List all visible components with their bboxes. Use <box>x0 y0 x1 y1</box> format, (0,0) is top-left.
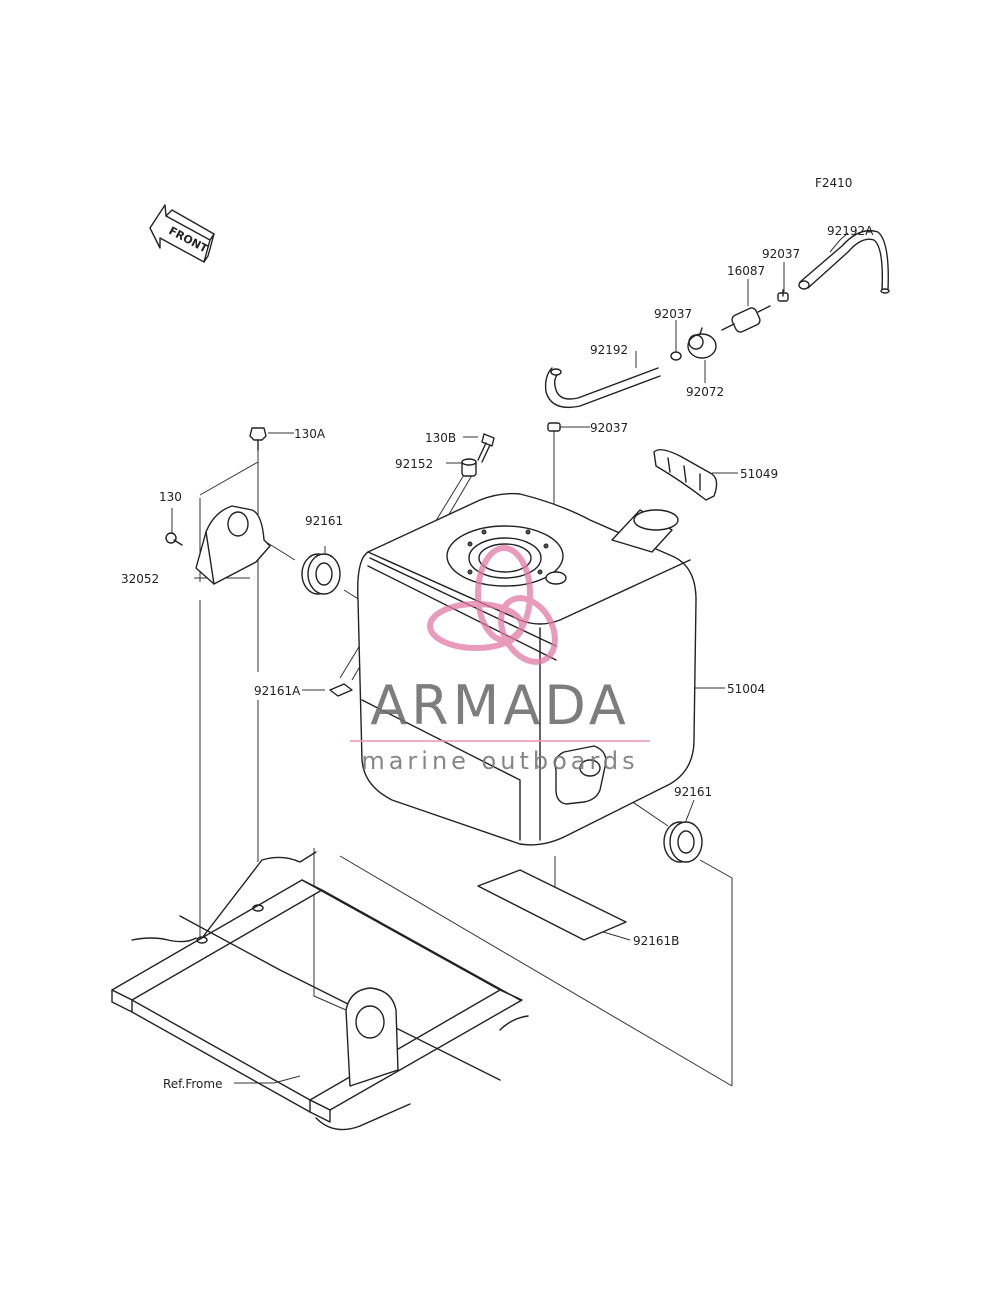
grommet-92161-lower <box>663 821 703 863</box>
part-label-92152: 92152 <box>395 457 434 471</box>
part-label-92161B: 92161B <box>633 934 680 948</box>
hose-92192A <box>798 229 890 294</box>
watermark-divider <box>350 740 650 742</box>
fuel-tank-51004 <box>357 492 697 846</box>
clip-92037-upper <box>777 289 789 302</box>
part-label-92161A: 92161A <box>254 684 301 698</box>
cap-51049 <box>653 449 718 501</box>
bolt-130B <box>477 433 495 463</box>
part-label-130: 130 <box>159 490 182 504</box>
part-label-92037: 92037 <box>590 421 629 435</box>
part-label-92192: 92192 <box>590 343 629 357</box>
hose-92192 <box>544 367 661 409</box>
part-label-ref-frame: Ref.Frome <box>163 1077 223 1091</box>
part-label-16087: 16087 <box>727 264 766 278</box>
front-arrow-icon: FRONT <box>149 204 215 263</box>
watermark-brand: ARMADA <box>370 674 630 737</box>
part-label-32052: 32052 <box>121 572 160 586</box>
bolt-130A <box>249 427 267 451</box>
grommet-92161-upper <box>301 553 341 595</box>
reference-frame <box>111 851 529 1131</box>
filter-16087 <box>721 305 771 333</box>
part-label-130A: 130A <box>294 427 326 441</box>
pad-92161A <box>329 683 353 697</box>
armada-logo-icon <box>427 545 558 665</box>
part-label-92037: 92037 <box>762 247 801 261</box>
bracket-32052 <box>195 505 271 585</box>
part-label-92161: 92161 <box>674 785 713 799</box>
part-label-92192A: 92192A <box>827 224 874 238</box>
part-label-130B: 130B <box>425 431 457 445</box>
fitting-92072 <box>687 327 717 359</box>
pad-92161B <box>477 869 627 941</box>
part-label-51049: 51049 <box>740 467 779 481</box>
part-label-51004: 51004 <box>727 682 766 696</box>
collar-92152 <box>461 458 477 477</box>
clip-92037-left <box>670 351 682 361</box>
part-label-92072: 92072 <box>686 385 725 399</box>
figure-code: F2410 <box>815 176 853 190</box>
clip-92037-lower <box>547 422 561 432</box>
part-label-92037: 92037 <box>654 307 693 321</box>
bolt-130 <box>165 532 183 546</box>
watermark-tagline: marine outboards <box>361 747 639 775</box>
part-label-92161: 92161 <box>305 514 344 528</box>
